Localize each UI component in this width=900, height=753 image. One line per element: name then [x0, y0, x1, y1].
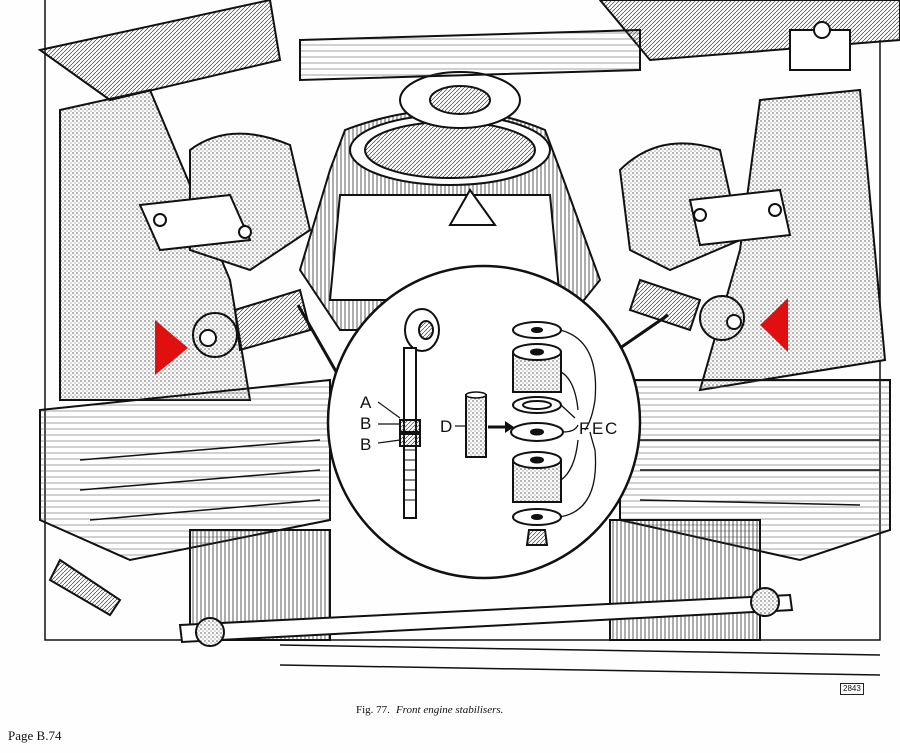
right-engine-mount: [618, 21, 851, 341]
left-engine-mount: [138, 132, 312, 358]
stabiliser-detail-inset: A B B D F E C: [326, 264, 642, 580]
steering-linkage: [48, 519, 881, 676]
sleeve-d: [465, 394, 487, 458]
callout-brackets: [559, 329, 597, 518]
red-marker-left: [155, 320, 188, 375]
engine-block: [298, 28, 641, 331]
callout-b-upper: B: [360, 414, 371, 433]
callout-c: C: [605, 419, 617, 438]
bush-stack: [510, 321, 564, 546]
callout-e: E: [592, 419, 603, 438]
callout-a: A: [360, 393, 372, 412]
stabiliser-rod: [399, 308, 440, 519]
crossmember: [39, 378, 891, 562]
callout-d: D: [440, 417, 452, 436]
page-number: Page B.74: [8, 728, 62, 743]
callout-f: F: [579, 419, 589, 438]
figure-number: Fig. 77.: [356, 704, 390, 716]
drawing-reference-code: 2843: [840, 683, 864, 695]
callout-leaders: [377, 401, 466, 444]
figure-title: Front engine stabilisers.: [395, 704, 504, 716]
figure-caption: Fig. 77. Front engine stabilisers.: [356, 704, 503, 716]
engine-illustration: A B B D F E C: [37, 0, 900, 676]
callout-b-lower: B: [360, 435, 371, 454]
red-marker-right: [760, 298, 788, 352]
